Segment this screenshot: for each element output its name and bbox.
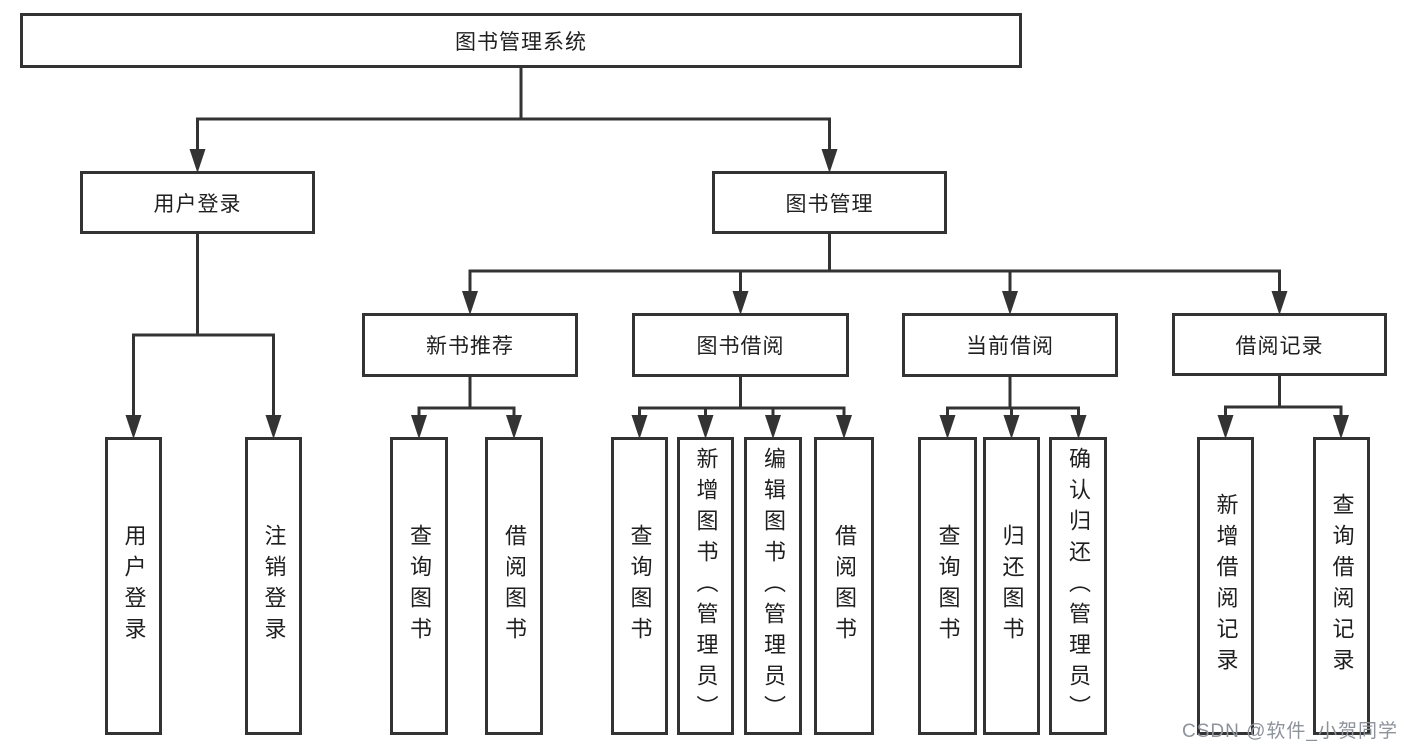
node-borrow-record: 借阅记录 bbox=[1172, 313, 1387, 376]
node-label: 查询图书 bbox=[935, 524, 961, 648]
node-label: 借阅图书 bbox=[502, 524, 527, 648]
node-book-mgmt: 图书管理 bbox=[712, 171, 947, 234]
node-label: 图书管理 bbox=[785, 192, 874, 216]
node-label: 查询图书 bbox=[407, 524, 432, 648]
node-label: 用户登录 bbox=[121, 524, 147, 648]
node-leaf-br-add: 新增借阅记录 bbox=[1197, 437, 1254, 735]
node-label: 查询图书 bbox=[627, 524, 653, 648]
node-label: 图书借阅 bbox=[696, 335, 785, 358]
node-label: 新增图书（管理员） bbox=[693, 446, 719, 726]
node-leaf-bb-add: 新增图书（管理员） bbox=[677, 437, 734, 735]
watermark-text: CSDN @软件_小贺同学 bbox=[1182, 721, 1398, 742]
node-book-borrow: 图书借阅 bbox=[632, 313, 849, 377]
node-leaf-logout: 注销登录 bbox=[245, 437, 302, 735]
node-label: 用户登录 bbox=[153, 192, 242, 216]
node-leaf-bb-query: 查询图书 bbox=[611, 437, 668, 735]
node-label: 归还图书 bbox=[999, 524, 1025, 648]
node-leaf-user-login: 用户登录 bbox=[105, 437, 162, 735]
node-label: 新增借阅记录 bbox=[1213, 493, 1239, 679]
node-label: 图书管理系统 bbox=[455, 30, 587, 54]
node-label: 借阅记录 bbox=[1235, 334, 1324, 358]
node-label: 新书推荐 bbox=[426, 335, 514, 358]
node-label: 借阅图书 bbox=[832, 524, 857, 648]
node-current-borrow: 当前借阅 bbox=[902, 313, 1118, 377]
node-label: 注销登录 bbox=[261, 524, 287, 648]
node-label: 当前借阅 bbox=[966, 335, 1054, 358]
node-leaf-bb-borrow: 借阅图书 bbox=[814, 437, 874, 735]
node-leaf-bb-edit: 编辑图书（管理员） bbox=[744, 437, 802, 735]
node-label: 编辑图书（管理员） bbox=[761, 446, 786, 726]
node-user-login: 用户登录 bbox=[80, 171, 315, 234]
node-label: 确认归还（管理员） bbox=[1066, 446, 1091, 726]
node-leaf-nbr-borrow: 借阅图书 bbox=[485, 437, 543, 735]
node-label: 查询借阅记录 bbox=[1329, 493, 1355, 679]
node-leaf-cb-return: 归还图书 bbox=[983, 437, 1040, 735]
node-new-book-rec: 新书推荐 bbox=[362, 313, 578, 377]
node-leaf-nbr-query: 查询图书 bbox=[390, 437, 448, 735]
node-leaf-br-query: 查询借阅记录 bbox=[1313, 437, 1370, 735]
node-leaf-cb-query: 查询图书 bbox=[918, 437, 977, 735]
node-root: 图书管理系统 bbox=[20, 13, 1022, 68]
node-leaf-cb-confirm: 确认归还（管理员） bbox=[1049, 437, 1107, 735]
